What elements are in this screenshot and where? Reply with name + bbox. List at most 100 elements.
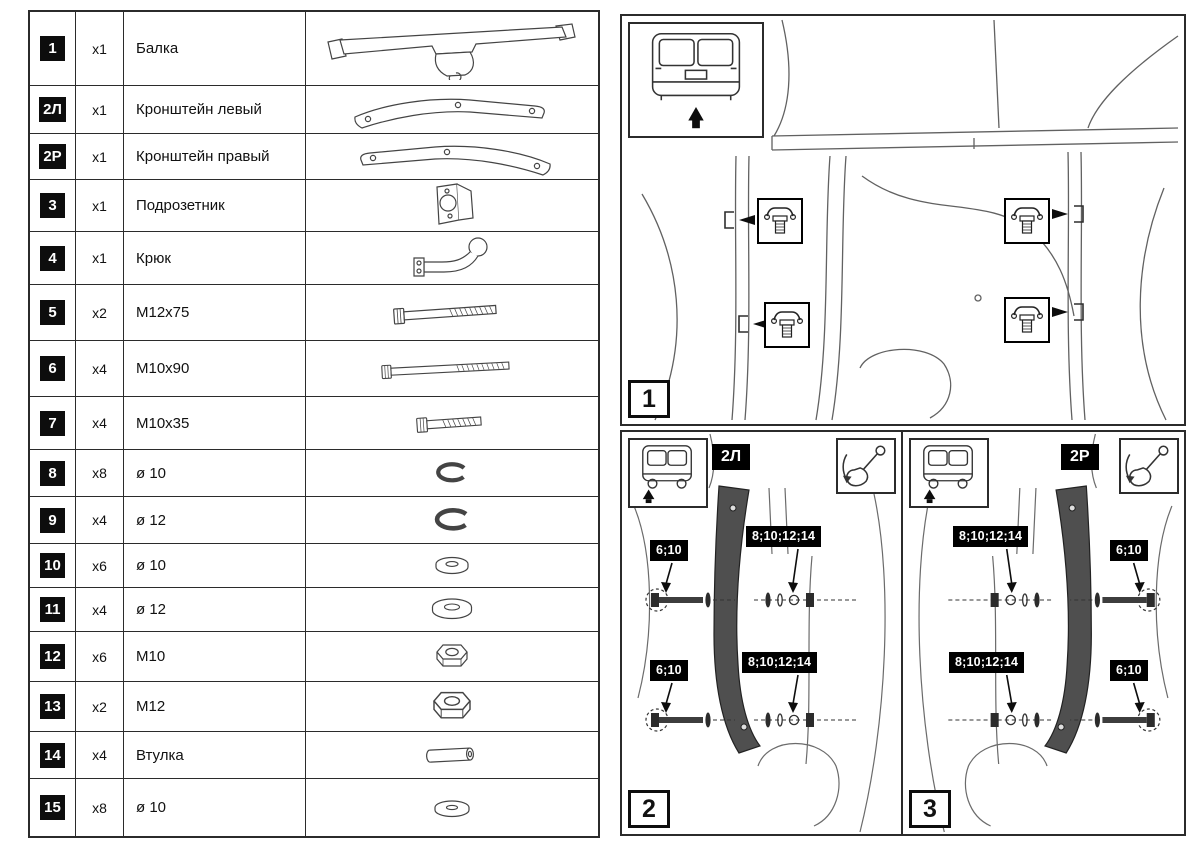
part-number-cell: 1 [30,12,76,85]
part-number-cell: 15 [30,779,76,836]
part-name: Втулка [124,732,306,778]
cage-nut-icon [770,311,804,338]
hand-tool-inset [1119,438,1179,494]
part-name: М10х35 [124,397,306,449]
fastener-callout: 6;10 [1110,660,1148,681]
part-number-badge: 11 [40,597,65,622]
fastener-callout: 6;10 [1110,540,1148,561]
tow-ball-hook-icon [306,232,598,284]
spring-washer-icon [306,450,598,496]
part-number-cell: 11 [30,588,76,631]
table-row: 7 x4 М10х35 [30,397,598,450]
table-row: 6 x4 М10х90 [30,341,598,397]
diagram-step-2: 2Л 6;10 8;10;12;14 6;10 8;10;12;14 2 [620,430,903,836]
hand-tool-icon [1125,445,1169,487]
table-row: 3 x1 Подрозетник [30,180,598,232]
bracket-label: 2Л [712,444,751,470]
part-number-cell: 8 [30,450,76,496]
cage-nut-icon [1010,306,1044,333]
part-qty: x1 [76,180,124,231]
step-number-box: 3 [909,790,951,828]
part-name: Кронштейн правый [124,134,306,179]
step-number-box: 2 [628,790,670,828]
van-rear-icon [651,32,741,129]
spring-washer-icon [306,497,598,543]
part-qty: x4 [76,588,124,631]
part-number-cell: 14 [30,732,76,778]
beam-icon [306,12,598,85]
bolt-m10x35-icon [306,397,598,449]
part-qty: x4 [76,732,124,778]
part-name: Балка [124,12,306,85]
part-number-badge: 5 [40,300,65,325]
part-name: М12х75 [124,285,306,340]
fastener-callout: 8;10;12;14 [949,652,1025,673]
part-name: М10х90 [124,341,306,396]
part-number-badge: 2Л [39,97,66,122]
part-number-badge: 10 [40,553,65,578]
arrow-up-icon [642,489,655,504]
van-rear-inset [628,438,708,508]
fastener-callout: 8;10;12;14 [953,526,1029,547]
part-number-cell: 9 [30,497,76,543]
step-number-box: 1 [628,380,670,418]
bushing-icon [306,732,598,778]
part-number-cell: 6 [30,341,76,396]
part-number-badge: 14 [40,742,65,768]
table-row: 8 x8 ø 10 [30,450,598,497]
table-row: 4 x1 Крюк [30,232,598,285]
table-row: 2Л x1 Кронштейн левый [30,86,598,134]
fastener-callout: 6;10 [650,540,688,561]
hex-nut-icon [306,632,598,681]
diagram-step-3: 2Р 8;10;12;14 6;10 8;10;12;14 6;10 3 [901,430,1186,836]
part-name: Подрозетник [124,180,306,231]
fastener-callout: 6;10 [650,660,688,681]
underbody-illustration [641,19,1179,421]
part-number-cell: 12 [30,632,76,681]
part-name: М12 [124,682,306,731]
part-number-badge: 4 [40,245,65,271]
van-rear-icon [923,445,973,504]
van-rear-inset [628,22,764,138]
clamp-nut-callout [764,302,810,348]
part-number-cell: 4 [30,232,76,284]
lower-bolt-assembly [948,708,1161,732]
arrow-up-icon [923,489,936,504]
bolt-m12x75-icon [306,285,598,340]
part-name: ø 10 [124,779,306,836]
table-row: 9 x4 ø 12 [30,497,598,544]
part-number-cell: 5 [30,285,76,340]
table-row: 2Р x1 Кронштейн правый [30,134,598,180]
part-qty: x1 [76,86,124,133]
part-qty: x4 [76,397,124,449]
callout-arrows [665,548,799,705]
table-row: 15 x8 ø 10 [30,779,598,836]
part-name: ø 12 [124,588,306,631]
van-rear-inset [909,438,989,508]
flat-washer-icon [306,779,598,836]
callout-arrows [1005,548,1141,705]
table-row: 1 x1 Балка [30,12,598,86]
part-number-badge: 3 [40,193,65,218]
hand-tool-icon [842,445,886,487]
hex-nut-icon [306,682,598,731]
part-number-cell: 7 [30,397,76,449]
part-number-badge: 12 [40,644,65,669]
part-qty: x1 [76,232,124,284]
part-number-badge: 2Р [39,144,66,169]
part-qty: x6 [76,632,124,681]
part-number-cell: 2Л [30,86,76,133]
bracket-left-part [713,485,761,754]
cage-nut-icon [763,207,797,234]
part-number-badge: 9 [40,507,65,533]
part-qty: x1 [76,12,124,85]
cage-nut-icon [1010,207,1044,234]
part-qty: x6 [76,544,124,587]
part-name: ø 10 [124,450,306,496]
arrow-up-icon [688,107,704,129]
part-number-badge: 8 [40,460,65,486]
table-row: 11 x4 ø 12 [30,588,598,632]
hand-tool-inset [836,438,896,494]
bracket-label: 2Р [1061,444,1099,470]
